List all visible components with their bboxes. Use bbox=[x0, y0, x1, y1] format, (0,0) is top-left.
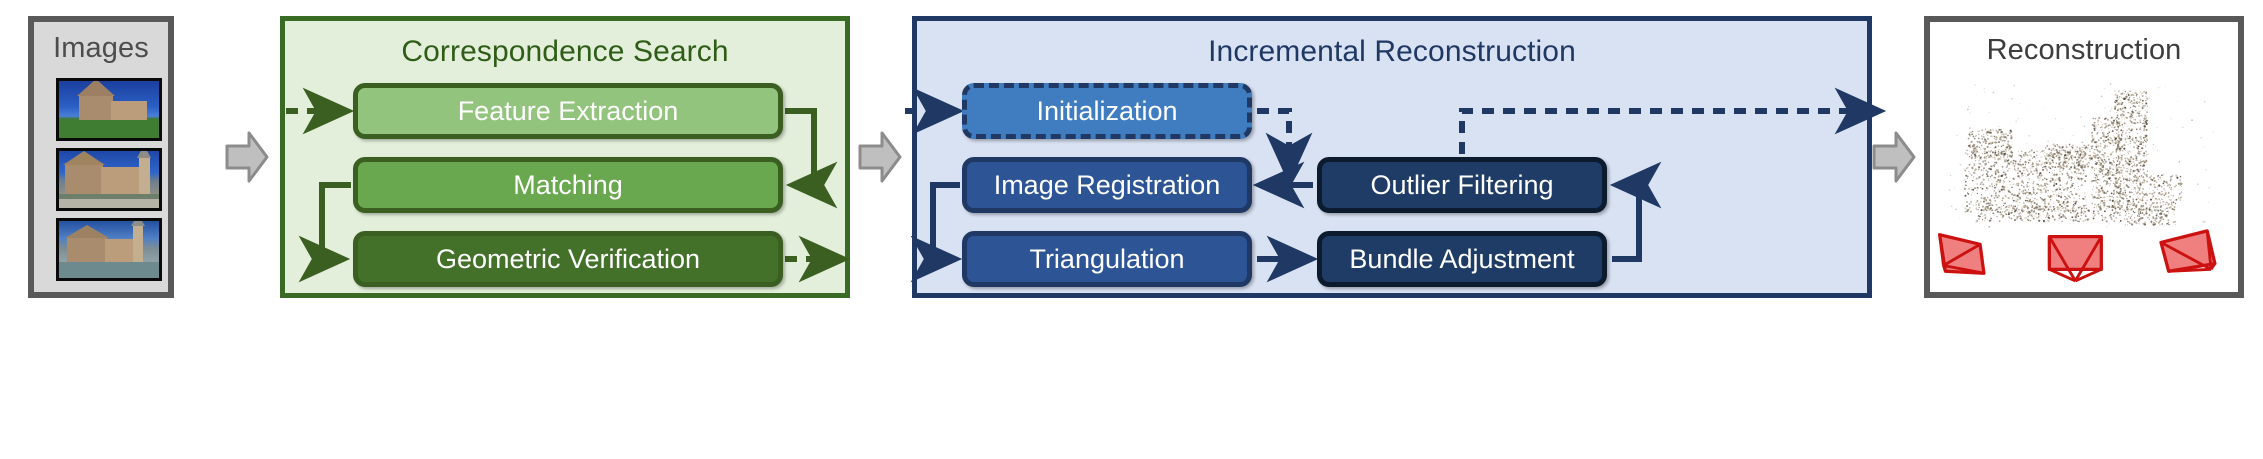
step-bundle-adjustment[interactable]: Bundle Adjustment bbox=[1317, 231, 1607, 287]
step-triangulation-label: Triangulation bbox=[1029, 243, 1185, 274]
reconstruction-panel: Reconstruction bbox=[1924, 16, 2244, 298]
step-feature-extraction[interactable]: Feature Extraction bbox=[353, 83, 783, 139]
arrow-correspondence-search-to-incremental-reconstruction bbox=[858, 130, 902, 184]
arrow-images-to-correspondence-search bbox=[225, 130, 269, 184]
step-feature-extraction-label: Feature Extraction bbox=[457, 95, 679, 126]
image-thumbnail-1 bbox=[56, 78, 162, 141]
step-initialization[interactable]: Initialization bbox=[962, 83, 1252, 139]
reconstruction-panel-title: Reconstruction bbox=[1986, 34, 2182, 66]
images-panel: Images bbox=[28, 16, 174, 298]
camera-frustum-2 bbox=[2047, 235, 2103, 283]
step-triangulation[interactable]: Triangulation bbox=[962, 231, 1252, 287]
step-initialization-label: Initialization bbox=[1036, 95, 1178, 126]
step-geometric-verification-label: Geometric Verification bbox=[435, 243, 701, 274]
incremental-reconstruction-title: Incremental Reconstruction bbox=[1208, 35, 1576, 68]
sparse-point-cloud bbox=[1948, 83, 2215, 228]
correspondence-search-title: Correspondence Search bbox=[401, 35, 729, 68]
correspondence-search-panel: Correspondence Search Feature Extraction… bbox=[280, 16, 851, 298]
step-geometric-verification[interactable]: Geometric Verification bbox=[353, 231, 783, 287]
step-outlier-filtering[interactable]: Outlier Filtering bbox=[1317, 157, 1607, 213]
arrow-incremental-reconstruction-to-reconstruction bbox=[1872, 130, 1916, 184]
image-thumbnail-2 bbox=[56, 148, 162, 211]
images-panel-title: Images bbox=[53, 32, 149, 64]
step-image-registration[interactable]: Image Registration bbox=[962, 157, 1252, 213]
incremental-reconstruction-panel: Incremental Reconstruction In bbox=[905, 16, 1887, 298]
step-matching-label: Matching bbox=[513, 169, 623, 200]
step-bundle-adjustment-label: Bundle Adjustment bbox=[1349, 243, 1575, 274]
image-thumbnail-3 bbox=[56, 218, 162, 281]
camera-frustum-3 bbox=[2159, 229, 2217, 273]
step-matching[interactable]: Matching bbox=[353, 157, 783, 213]
step-image-registration-label: Image Registration bbox=[993, 169, 1221, 200]
step-outlier-filtering-label: Outlier Filtering bbox=[1370, 169, 1554, 200]
camera-frustums bbox=[1937, 229, 2217, 283]
camera-frustum-1 bbox=[1937, 233, 1986, 275]
